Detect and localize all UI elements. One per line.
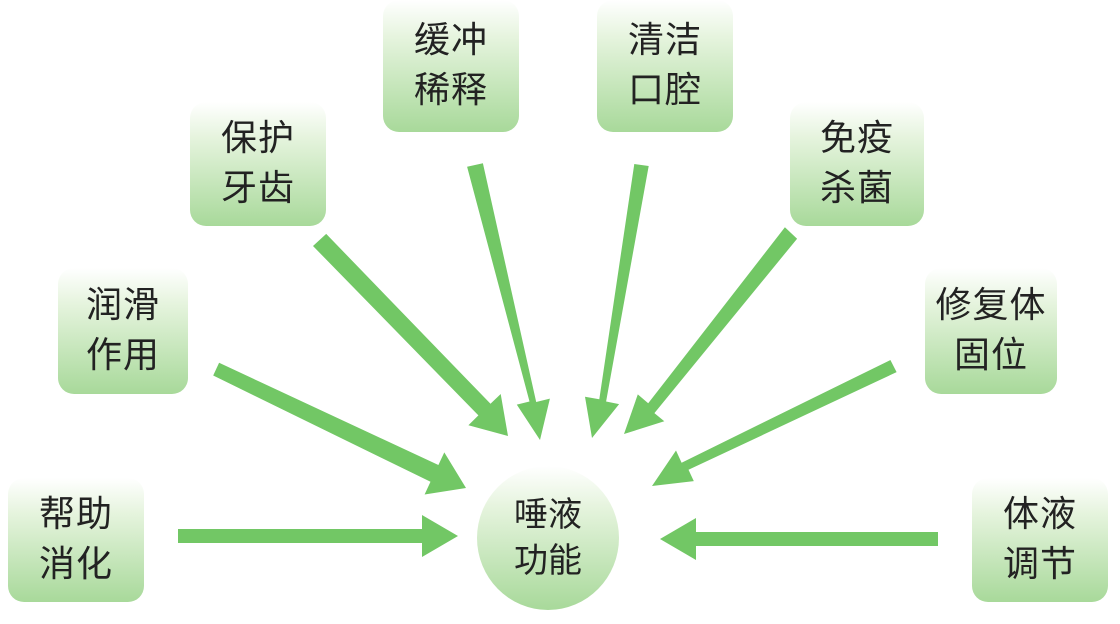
function-box-help-digestion: 帮助 消化: [8, 478, 144, 602]
function-label-line1: 保护: [220, 118, 295, 159]
function-label-line1: 缓冲: [413, 20, 488, 61]
function-label-line2: 作用: [85, 335, 160, 376]
function-box-immunity: 免疫 杀菌: [790, 102, 924, 226]
arrow-lube-to-center: [213, 362, 466, 495]
function-label-line1: 修复体: [935, 285, 1047, 326]
arrow-fluid-to-center: [660, 518, 938, 560]
function-label-line2: 固位: [953, 335, 1028, 376]
arrow-immune-to-center: [624, 227, 798, 434]
function-box-lubrication: 润滑 作用: [58, 268, 188, 394]
function-label-line2: 稀释: [413, 70, 488, 111]
function-label-line2: 口腔: [627, 70, 702, 111]
function-box-restoration-retention: 修复体 固位: [925, 268, 1057, 394]
function-box-buffer-dilute: 缓冲 稀释: [383, 0, 519, 132]
function-label-line1: 免疫: [819, 118, 894, 159]
function-label-line1: 清洁: [627, 20, 702, 61]
function-label-line2: 消化: [38, 544, 113, 585]
function-label-line1: 体液: [1002, 494, 1077, 535]
function-box-fluid-regulation: 体液 调节: [972, 478, 1108, 602]
function-box-protect-teeth: 保护 牙齿: [190, 102, 326, 226]
function-label-line2: 牙齿: [220, 168, 295, 209]
center-label-line1: 唾液: [514, 495, 582, 535]
arrow-repair-to-center: [652, 360, 897, 486]
center-label-line2: 功能: [514, 541, 582, 581]
arrow-help-to-center: [178, 515, 458, 557]
function-label-line2: 调节: [1002, 544, 1077, 585]
function-label-line2: 杀菌: [819, 168, 894, 209]
arrow-clean-to-center: [585, 164, 649, 438]
function-box-clean-mouth: 清洁 口腔: [597, 0, 733, 132]
arrow-teeth-to-center: [313, 233, 508, 436]
function-label-line1: 帮助: [38, 494, 113, 535]
function-label-line1: 润滑: [85, 285, 160, 326]
arrow-buffer-to-center: [467, 163, 550, 441]
center-node-saliva-function: 唾液 功能: [477, 466, 619, 610]
